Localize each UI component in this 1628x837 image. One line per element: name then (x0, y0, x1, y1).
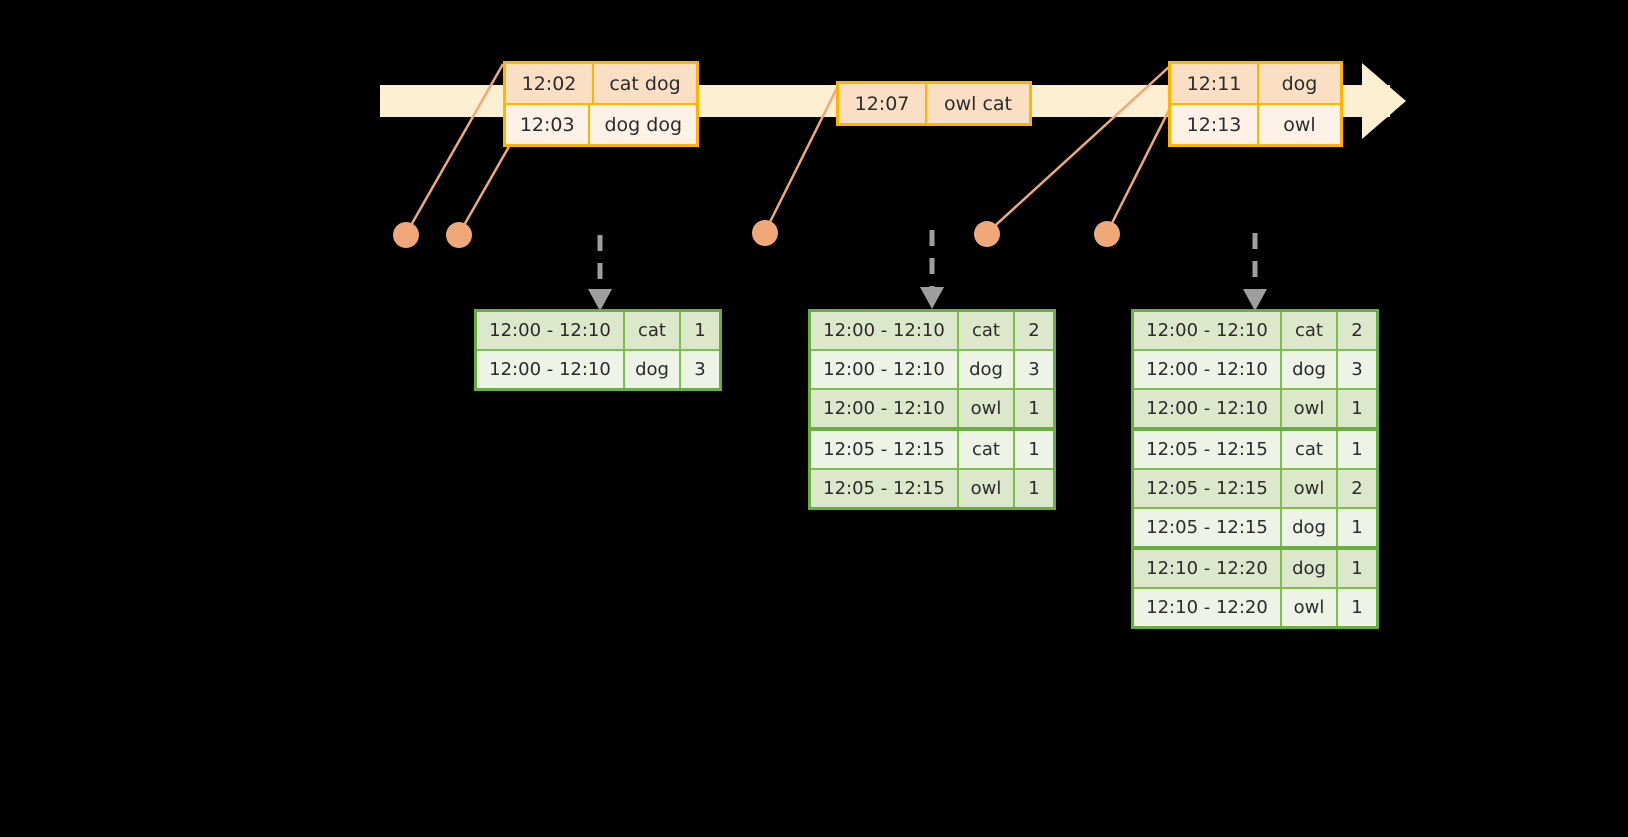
event-row[interactable]: 12:13 owl (1171, 103, 1340, 144)
connector-line-2 (457, 135, 517, 235)
table-row[interactable]: 12:00 - 12:10 cat 1 (477, 312, 719, 351)
result-table-1[interactable]: 12:00 - 12:10 cat 1 12:00 - 12:10 dog 3 (474, 309, 722, 391)
dashed-arrow-head-3 (1243, 289, 1267, 311)
window-cell: 12:05 - 12:15 (1134, 470, 1282, 507)
table-row[interactable]: 12:00 - 12:10 dog 3 (1134, 351, 1376, 390)
word-cell: dog (1282, 550, 1338, 587)
count-cell: 1 (1338, 431, 1376, 468)
event-row[interactable]: 12:03 dog dog (506, 103, 696, 144)
event-row[interactable]: 12:11 dog (1171, 64, 1340, 103)
event-row[interactable]: 12:07 owl cat (839, 84, 1029, 123)
table-row[interactable]: 12:05 - 12:15 owl 2 (1134, 470, 1376, 509)
window-cell: 12:10 - 12:20 (1134, 589, 1282, 626)
count-cell: 1 (1338, 509, 1376, 546)
count-cell: 2 (1338, 312, 1376, 349)
event-time: 12:13 (1171, 105, 1259, 144)
table-row[interactable]: 12:05 - 12:15 cat 1 (1134, 431, 1376, 470)
word-cell: dog (1282, 509, 1338, 546)
count-cell: 1 (681, 312, 719, 349)
table-row[interactable]: 12:10 - 12:20 dog 1 (1134, 550, 1376, 589)
result-table-2[interactable]: 12:00 - 12:10 cat 2 12:00 - 12:10 dog 3 … (808, 309, 1056, 510)
window-cell: 12:00 - 12:10 (477, 312, 625, 349)
word-cell: owl (959, 470, 1015, 507)
event-dot-4 (974, 221, 1000, 247)
window-cell: 12:00 - 12:10 (1134, 351, 1282, 388)
word-cell: owl (959, 390, 1015, 427)
word-cell: cat (1282, 312, 1338, 349)
window-cell: 12:00 - 12:10 (811, 390, 959, 427)
event-group-3[interactable]: 12:11 dog 12:13 owl (1168, 61, 1343, 147)
window-cell: 12:00 - 12:10 (811, 351, 959, 388)
event-words: dog (1259, 64, 1340, 103)
word-cell: cat (1282, 431, 1338, 468)
word-cell: owl (1282, 390, 1338, 427)
dashed-arrow-head-2 (920, 287, 944, 309)
event-time: 12:02 (506, 64, 594, 103)
table-row[interactable]: 12:00 - 12:10 cat 2 (1134, 312, 1376, 351)
table-row[interactable]: 12:10 - 12:20 owl 1 (1134, 589, 1376, 626)
table-row[interactable]: 12:00 - 12:10 owl 1 (1134, 390, 1376, 431)
event-dot-5 (1094, 221, 1120, 247)
event-words: dog dog (590, 105, 696, 144)
table-row[interactable]: 12:00 - 12:10 owl 1 (811, 390, 1053, 431)
word-cell: owl (1282, 589, 1338, 626)
count-cell: 1 (1015, 390, 1053, 427)
window-cell: 12:00 - 12:10 (477, 351, 625, 388)
count-cell: 3 (681, 351, 719, 388)
word-cell: dog (625, 351, 681, 388)
word-cell: owl (1282, 470, 1338, 507)
count-cell: 1 (1338, 589, 1376, 626)
event-time: 12:03 (506, 105, 591, 144)
count-cell: 2 (1338, 470, 1376, 507)
event-row[interactable]: 12:02 cat dog (506, 64, 696, 103)
event-dot-2 (446, 222, 472, 248)
window-cell: 12:10 - 12:20 (1134, 550, 1282, 587)
result-table-3[interactable]: 12:00 - 12:10 cat 2 12:00 - 12:10 dog 3 … (1131, 309, 1379, 629)
event-group-2[interactable]: 12:07 owl cat (836, 81, 1032, 126)
word-cell: dog (959, 351, 1015, 388)
table-row[interactable]: 12:00 - 12:10 dog 3 (811, 351, 1053, 390)
count-cell: 3 (1015, 351, 1053, 388)
window-cell: 12:05 - 12:15 (1134, 509, 1282, 546)
dashed-arrow-head-1 (588, 289, 612, 311)
count-cell: 1 (1338, 390, 1376, 427)
event-words: owl (1259, 105, 1340, 144)
word-cell: cat (625, 312, 681, 349)
count-cell: 1 (1015, 470, 1053, 507)
timeline-arrow-head (1362, 63, 1406, 139)
table-row[interactable]: 12:00 - 12:10 cat 2 (811, 312, 1053, 351)
event-time: 12:07 (839, 84, 927, 123)
window-cell: 12:05 - 12:15 (811, 431, 959, 468)
table-row[interactable]: 12:00 - 12:10 dog 3 (477, 351, 719, 388)
event-dot-1 (393, 222, 419, 248)
event-words: owl cat (927, 84, 1029, 123)
window-cell: 12:00 - 12:10 (1134, 390, 1282, 427)
word-cell: cat (959, 312, 1015, 349)
window-cell: 12:00 - 12:10 (1134, 312, 1282, 349)
count-cell: 3 (1338, 351, 1376, 388)
window-cell: 12:05 - 12:15 (1134, 431, 1282, 468)
event-group-1[interactable]: 12:02 cat dog 12:03 dog dog (503, 61, 699, 147)
table-row[interactable]: 12:05 - 12:15 owl 1 (811, 470, 1053, 507)
window-cell: 12:05 - 12:15 (811, 470, 959, 507)
table-row[interactable]: 12:05 - 12:15 dog 1 (1134, 509, 1376, 550)
word-cell: cat (959, 431, 1015, 468)
event-time: 12:11 (1171, 64, 1259, 103)
count-cell: 1 (1015, 431, 1053, 468)
connector-line-5 (1105, 103, 1174, 234)
table-row[interactable]: 12:05 - 12:15 cat 1 (811, 431, 1053, 470)
count-cell: 1 (1338, 550, 1376, 587)
count-cell: 2 (1015, 312, 1053, 349)
event-words: cat dog (594, 64, 696, 103)
event-dot-3 (752, 220, 778, 246)
window-cell: 12:00 - 12:10 (811, 312, 959, 349)
word-cell: dog (1282, 351, 1338, 388)
